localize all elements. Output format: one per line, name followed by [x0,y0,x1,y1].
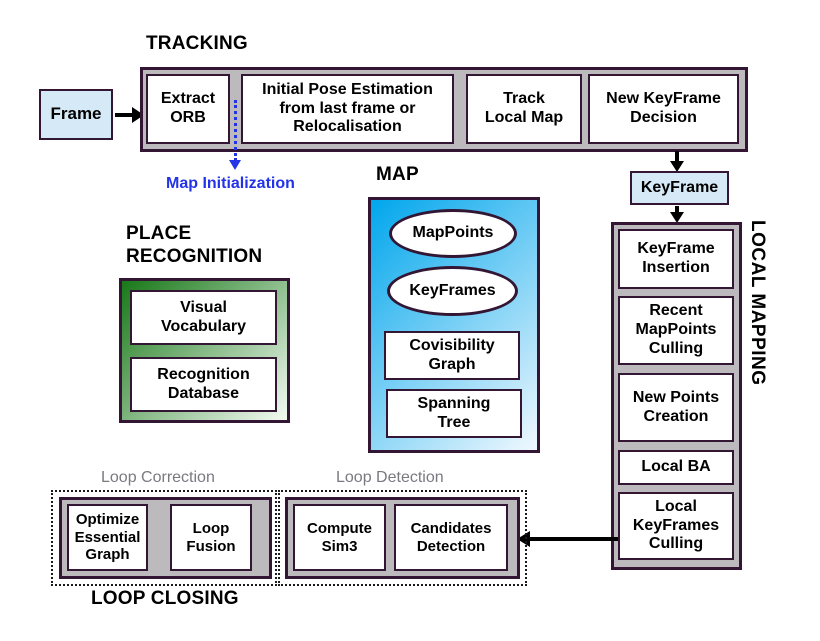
place-recognition-title: PLACE RECOGNITION [126,223,263,267]
arrow-line [675,151,679,164]
key-frames-ellipse: KeyFrames [387,266,518,316]
local-ba-box: Local BA [618,450,734,485]
map-points-label: MapPoints [412,224,494,242]
visual-vocabulary-box: Visual Vocabulary [130,290,277,345]
arrow-line [528,537,618,541]
new-keyframe-decision-box: New KeyFrame Decision [588,74,739,144]
loop-detection-dotted-frame [278,490,527,586]
extract-orb-label: Extract ORB [160,90,216,126]
covisibility-graph-box: Covisibility Graph [384,331,520,380]
local-ba-label: Local BA [641,458,711,476]
keyframe-insertion-box: KeyFrame Insertion [618,229,734,289]
local-keyframes-culling-box: Local KeyFrames Culling [618,492,734,560]
keyframe-label: KeyFrame [640,178,719,196]
loop-fusion-box: Loop Fusion [170,504,252,571]
track-local-map-box: Track Local Map [466,74,582,144]
initial-pose-estimation-label: Initial Pose Estimation from last frame … [262,80,433,136]
arrow-head [670,161,684,172]
map-initialization-label: Map Initialization [166,175,295,192]
recent-mappoints-culling-box: Recent MapPoints Culling [618,296,734,365]
candidates-detection-label: Candidates Detection [410,519,492,555]
frame-label: Frame [50,104,102,124]
map-title: MAP [376,164,419,185]
covisibility-graph-label: Covisibility Graph [409,336,495,373]
map-points-ellipse: MapPoints [389,209,517,258]
key-frames-label: KeyFrames [409,281,496,299]
arrow-line [234,100,237,161]
visual-vocabulary-label: Visual Vocabulary [160,298,247,335]
keyframe-insertion-label: KeyFrame Insertion [637,240,715,276]
track-local-map-label: Track Local Map [484,90,564,126]
new-keyframe-decision-label: New KeyFrame Decision [606,90,721,126]
new-points-creation-box: New Points Creation [618,373,734,442]
loop-detection-label: Loop Detection [336,469,444,486]
compute-sim3-box: Compute Sim3 [293,504,386,571]
loop-correction-dotted-frame [51,490,277,586]
spanning-tree-box: Spanning Tree [386,389,522,438]
frame-box: Frame [39,89,113,140]
arrow-line [675,206,679,213]
recent-mappoints-culling-label: Recent MapPoints Culling [635,302,717,357]
initial-pose-estimation-box: Initial Pose Estimation from last frame … [241,74,454,144]
new-points-creation-label: New Points Creation [632,388,720,425]
local-keyframes-culling-label: Local KeyFrames Culling [632,497,720,553]
arrow-head [670,212,684,223]
optimize-essential-graph-label: Optimize Essential Graph [74,510,141,564]
spanning-tree-label: Spanning Tree [417,394,491,431]
candidates-detection-box: Candidates Detection [394,504,508,571]
loop-correction-label: Loop Correction [101,469,215,486]
extract-orb-box: Extract ORB [146,74,230,144]
arrow-line [115,113,134,117]
loop-fusion-label: Loop Fusion [186,519,236,555]
recognition-database-label: Recognition Database [157,365,250,402]
local-mapping-title: LOCAL MAPPING [747,220,768,386]
arrow-head [229,160,241,170]
tracking-title: TRACKING [146,33,248,54]
recognition-database-box: Recognition Database [130,357,277,412]
loop-closing-title: LOOP CLOSING [91,588,239,609]
optimize-essential-graph-box: Optimize Essential Graph [67,504,148,571]
compute-sim3-label: Compute Sim3 [307,519,372,555]
keyframe-box: KeyFrame [630,171,729,205]
